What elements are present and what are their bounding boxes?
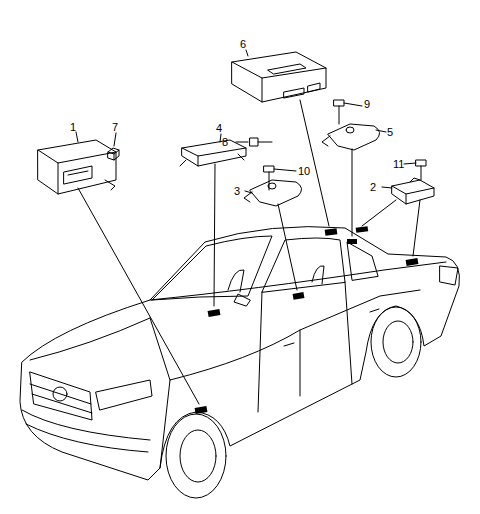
badge <box>53 387 67 401</box>
windshield <box>152 236 272 300</box>
callout-number: 8 <box>222 136 228 148</box>
nut-7 <box>108 148 119 160</box>
belt-line <box>150 262 446 468</box>
side-windows <box>262 238 378 292</box>
front-wheel <box>166 414 226 498</box>
module-1 <box>38 140 116 194</box>
bumper <box>22 410 150 452</box>
front-wheel-rim <box>180 430 216 482</box>
mirror <box>234 294 250 306</box>
rear-wheel <box>371 307 421 377</box>
callout-ticks <box>76 50 416 193</box>
callout-number: 6 <box>240 38 246 50</box>
callout-number: 11 <box>393 158 404 170</box>
antenna-2 <box>392 178 434 204</box>
antenna-4 <box>180 140 246 166</box>
car-body <box>20 227 459 480</box>
hood-line <box>30 318 170 380</box>
callout-number: 2 <box>370 181 376 193</box>
callout-number: 1 <box>70 121 76 133</box>
seats <box>228 266 324 292</box>
screw-9 <box>334 100 344 124</box>
screw-8 <box>250 138 272 146</box>
control-unit-6 <box>232 52 326 102</box>
callout-number: 4 <box>216 122 222 134</box>
leader-lines <box>78 100 420 404</box>
taillight <box>440 266 458 285</box>
screw-10 <box>264 166 274 190</box>
callout-number: 10 <box>298 165 310 177</box>
location-markers <box>195 226 419 414</box>
headlight <box>96 380 152 410</box>
grille <box>30 372 92 420</box>
callout-number: 7 <box>112 121 118 133</box>
door-handles <box>284 309 379 346</box>
callout-number: 5 <box>387 126 393 138</box>
screw-11 <box>416 160 426 180</box>
door-lines <box>258 282 352 412</box>
callout-number: 9 <box>364 98 370 110</box>
callout-number: 3 <box>234 185 240 197</box>
rear-wheel-rim <box>383 321 413 363</box>
bracket-5 <box>322 124 380 150</box>
bracket-3 <box>244 180 302 206</box>
